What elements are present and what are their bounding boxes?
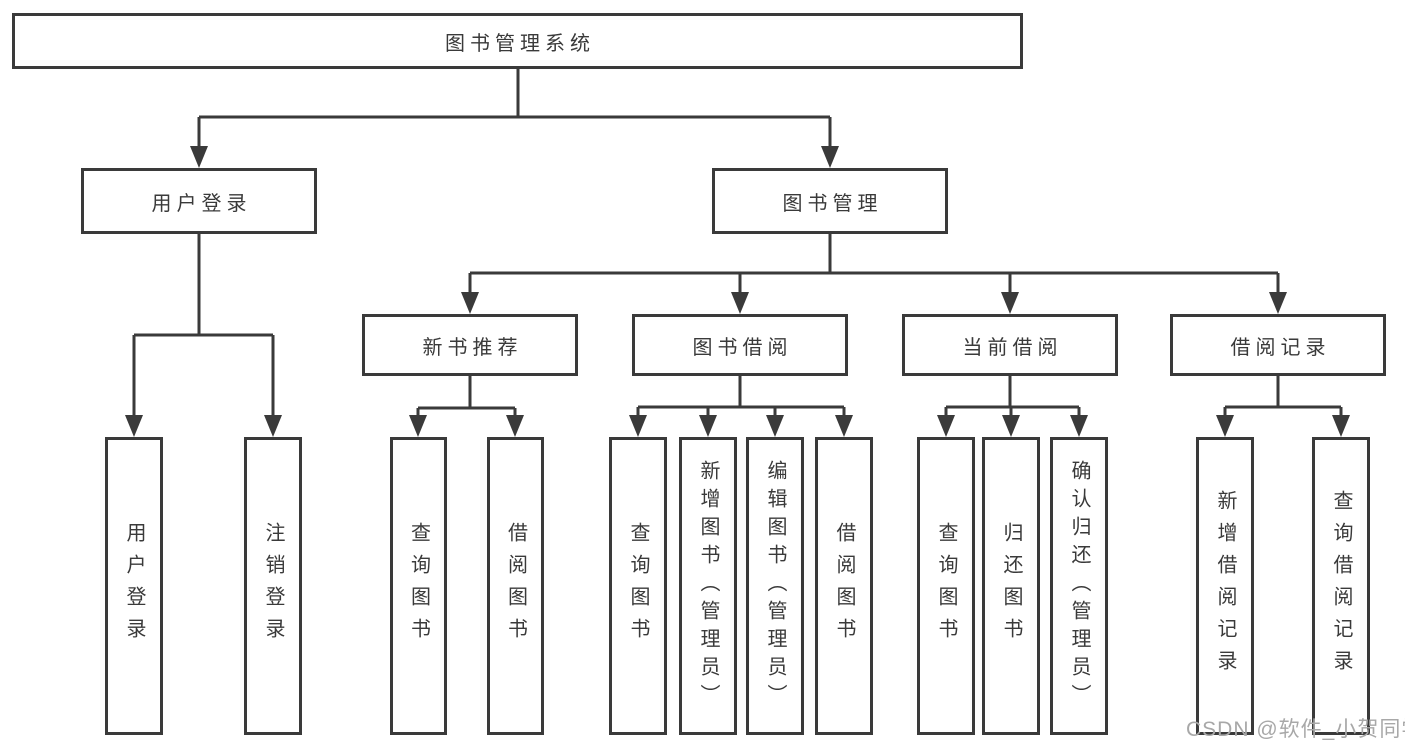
- leaf-query-books-recommend: 查询图书: [390, 437, 447, 735]
- leaf-confirm-return-admin-label: 确认归还（管理员）: [1068, 460, 1090, 712]
- leaf-query-borrow-record-label: 查询借阅记录: [1330, 490, 1352, 682]
- node-book-borrowing-label: 图书借阅: [692, 336, 793, 359]
- node-book-management: 图书管理: [712, 168, 948, 234]
- node-borrowing-records: 借阅记录: [1170, 314, 1386, 376]
- book-borrow-children-connectors: [629, 376, 853, 437]
- leaf-add-borrow-record: 新增借阅记录: [1196, 437, 1254, 735]
- node-current-borrowing: 当前借阅: [902, 314, 1118, 376]
- leaf-user-login: 用户登录: [105, 437, 163, 735]
- leaf-return-books: 归还图书: [982, 437, 1040, 735]
- leaf-borrow-books-recommend: 借阅图书: [487, 437, 544, 735]
- leaf-query-borrow-record: 查询借阅记录: [1312, 437, 1370, 735]
- node-new-book-recommend-label: 新书推荐: [422, 336, 523, 359]
- leaf-query-books-borrow: 查询图书: [609, 437, 667, 735]
- leaf-edit-books-admin-label: 编辑图书（管理员）: [764, 460, 786, 712]
- leaf-borrow-books-recommend-label: 借阅图书: [504, 522, 527, 650]
- leaf-confirm-return-admin: 确认归还（管理员）: [1050, 437, 1108, 735]
- book-management-to-level3-connectors: [461, 234, 1287, 314]
- node-root-label: 图书管理系统: [445, 32, 595, 55]
- leaf-query-books-current: 查询图书: [917, 437, 975, 735]
- leaf-user-login-label: 用户登录: [123, 522, 145, 650]
- node-new-book-recommend: 新书推荐: [362, 314, 578, 376]
- leaf-add-books-admin: 新增图书（管理员）: [679, 437, 737, 735]
- user-login-children-connectors: [125, 234, 282, 437]
- leaf-borrow-books-label: 借阅图书: [833, 522, 855, 650]
- borrow-records-children-connectors: [1216, 376, 1350, 437]
- node-user-login: 用户登录: [81, 168, 317, 234]
- node-book-management-label: 图书管理: [782, 192, 883, 215]
- leaf-edit-books-admin: 编辑图书（管理员）: [746, 437, 804, 735]
- leaf-return-books-label: 归还图书: [1000, 522, 1022, 650]
- leaf-query-books-current-label: 查询图书: [935, 522, 957, 650]
- leaf-add-borrow-record-label: 新增借阅记录: [1214, 490, 1236, 682]
- node-borrowing-records-label: 借阅记录: [1230, 336, 1331, 359]
- root-to-level2-connectors: [190, 69, 839, 168]
- node-root-library-system: 图书管理系统: [12, 13, 1023, 69]
- leaf-query-books-recommend-label: 查询图书: [407, 522, 430, 650]
- node-user-login-label: 用户登录: [151, 192, 252, 215]
- leaf-query-books-borrow-label: 查询图书: [627, 522, 649, 650]
- leaf-add-books-admin-label: 新增图书（管理员）: [697, 460, 719, 712]
- leaf-logout: 注销登录: [244, 437, 302, 735]
- node-book-borrowing: 图书借阅: [632, 314, 848, 376]
- new-book-children-connectors: [409, 376, 524, 437]
- leaf-logout-label: 注销登录: [262, 522, 284, 650]
- csdn-watermark: CSDN @软件_小贺同学: [1186, 718, 1405, 741]
- leaf-borrow-books: 借阅图书: [815, 437, 873, 735]
- current-borrow-children-connectors: [937, 376, 1088, 437]
- node-current-borrowing-label: 当前借阅: [962, 336, 1063, 359]
